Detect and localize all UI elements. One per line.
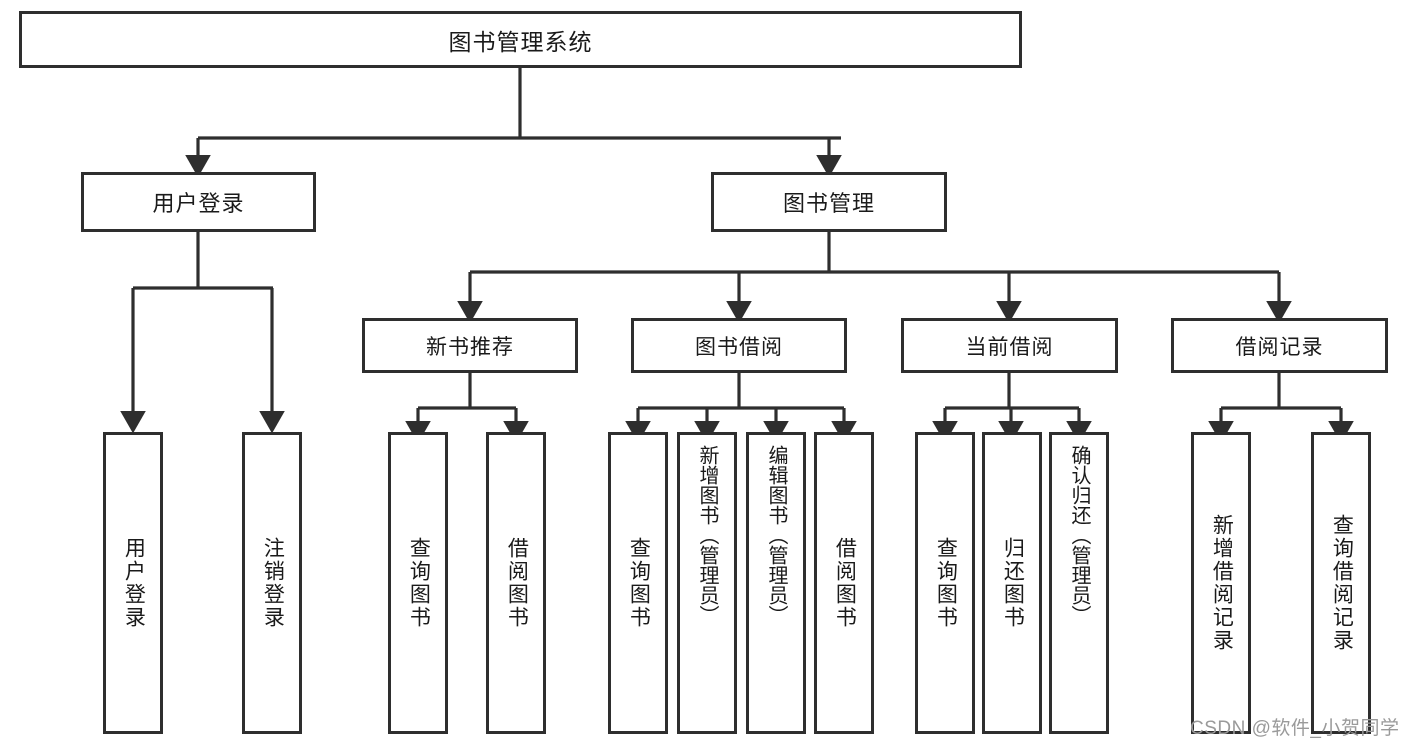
- leaf-user-login-login[interactable]: 用户登录: [103, 432, 163, 734]
- node-label: 查询借阅记录: [1330, 514, 1354, 652]
- csdn-watermark: CSDN @软件_小贺同学: [1190, 718, 1400, 739]
- node-label: 借阅记录: [1235, 335, 1324, 359]
- leaf-new-book-query-book[interactable]: 查询图书: [388, 432, 448, 734]
- node-label: 用户登录: [152, 191, 245, 216]
- leaf-text-wrap: 新增图书（管理员）: [680, 445, 734, 721]
- node-label: 注销登录: [261, 537, 285, 629]
- node-book-management[interactable]: 图书管理: [711, 172, 947, 232]
- leaf-text-wrap: 注销登录: [245, 445, 299, 721]
- node-label: 查询图书: [934, 537, 958, 629]
- node-book-borrow[interactable]: 图书借阅: [631, 318, 847, 373]
- leaf-text-wrap: 确认归还（管理员）: [1052, 445, 1106, 721]
- leaf-record-add-borrow-record[interactable]: 新增借阅记录: [1191, 432, 1251, 734]
- leaf-text-wrap: 编辑图书（管理员）: [749, 445, 803, 721]
- node-label: 新增图书（管理员）: [696, 445, 718, 625]
- node-label: 借阅图书: [833, 537, 857, 629]
- leaf-current-query-book[interactable]: 查询图书: [915, 432, 975, 734]
- node-label: 借阅图书: [505, 537, 529, 629]
- node-label: 图书管理: [782, 191, 875, 216]
- leaf-new-book-borrow-book[interactable]: 借阅图书: [486, 432, 546, 734]
- node-label: 确认归还（管理员）: [1068, 445, 1090, 625]
- node-label: 查询图书: [627, 537, 651, 629]
- leaf-text-wrap: 用户登录: [106, 445, 160, 721]
- leaf-text-wrap: 查询借阅记录: [1314, 445, 1368, 721]
- node-label: 当前借阅: [965, 335, 1054, 359]
- node-user-login[interactable]: 用户登录: [81, 172, 316, 232]
- leaf-text-wrap: 查询图书: [611, 445, 665, 721]
- leaf-borrow-edit-book-admin[interactable]: 编辑图书（管理员）: [746, 432, 806, 734]
- node-label: 图书借阅: [695, 335, 783, 359]
- leaf-text-wrap: 借阅图书: [489, 445, 543, 721]
- node-root-book-management-system[interactable]: 图书管理系统: [19, 11, 1022, 68]
- node-label: 图书管理系统: [448, 28, 593, 55]
- leaf-current-confirm-return-admin[interactable]: 确认归还（管理员）: [1049, 432, 1109, 734]
- node-label: 归还图书: [1001, 537, 1025, 629]
- node-label: 新书推荐: [426, 335, 514, 359]
- node-borrow-record[interactable]: 借阅记录: [1171, 318, 1388, 373]
- node-new-book-recommend[interactable]: 新书推荐: [362, 318, 578, 373]
- leaf-text-wrap: 新增借阅记录: [1194, 445, 1248, 721]
- leaf-borrow-borrow-book[interactable]: 借阅图书: [814, 432, 874, 734]
- node-label: 新增借阅记录: [1210, 514, 1234, 652]
- leaf-text-wrap: 查询图书: [918, 445, 972, 721]
- leaf-text-wrap: 借阅图书: [817, 445, 871, 721]
- leaf-borrow-query-book[interactable]: 查询图书: [608, 432, 668, 734]
- leaf-current-return-book[interactable]: 归还图书: [982, 432, 1042, 734]
- leaf-borrow-add-book-admin[interactable]: 新增图书（管理员）: [677, 432, 737, 734]
- node-label: 用户登录: [122, 537, 146, 629]
- leaf-text-wrap: 查询图书: [391, 445, 445, 721]
- node-label: 编辑图书（管理员）: [765, 445, 787, 625]
- leaf-record-query-borrow-record[interactable]: 查询借阅记录: [1311, 432, 1371, 734]
- leaf-user-login-logout[interactable]: 注销登录: [242, 432, 302, 734]
- node-current-borrow[interactable]: 当前借阅: [901, 318, 1118, 373]
- node-label: 查询图书: [407, 537, 431, 629]
- leaf-text-wrap: 归还图书: [985, 445, 1039, 721]
